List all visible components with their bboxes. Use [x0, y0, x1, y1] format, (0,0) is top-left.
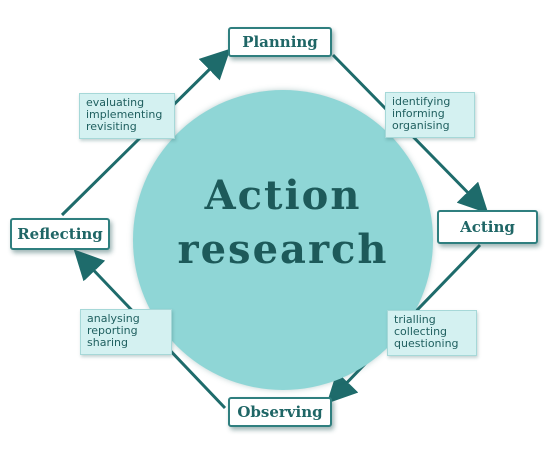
center-circle — [133, 90, 433, 390]
activity-item: organising — [392, 119, 450, 132]
activity-item: evaluating — [86, 96, 145, 109]
center-title-line1: Action — [204, 172, 362, 219]
activity-item: reporting — [87, 324, 138, 337]
stage-planning: Planning — [228, 27, 332, 57]
activity-item: revisiting — [86, 120, 137, 133]
center-title-line2: research — [177, 226, 389, 273]
activity-item: questioning — [394, 337, 459, 350]
activities-reflecting-to-planning: evaluating implementing revisiting — [79, 93, 175, 139]
activities-acting-to-observing: trialling collecting questioning — [387, 310, 477, 356]
stage-reflecting: Reflecting — [10, 218, 110, 250]
activity-item: trialling — [394, 313, 436, 326]
activity-item: implementing — [86, 108, 163, 121]
activities-planning-to-acting: identifying informing organising — [385, 92, 475, 138]
stage-acting: Acting — [437, 210, 538, 244]
stage-observing: Observing — [228, 397, 332, 427]
activity-item: identifying — [392, 95, 451, 108]
activity-item: collecting — [394, 325, 448, 338]
activity-item: analysing — [87, 312, 140, 325]
activities-observing-to-reflecting: analysing reporting sharing — [80, 309, 172, 355]
activity-item: informing — [392, 107, 445, 120]
activity-item: sharing — [87, 336, 128, 349]
